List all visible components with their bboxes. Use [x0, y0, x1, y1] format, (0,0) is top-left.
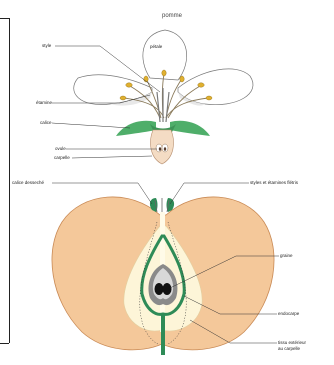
sepal-right: [170, 121, 210, 136]
flower-illustration: [74, 30, 253, 164]
label-style: style: [42, 43, 52, 48]
seed-right: [163, 283, 172, 295]
vascular-bundle: [161, 314, 165, 355]
label-graine: graine: [280, 253, 293, 258]
diagram-title: pomme: [162, 13, 183, 19]
label-styles-etamines-fletris: styles et étamines flétris: [250, 180, 299, 185]
label-endocarpe: endocarpe: [278, 311, 300, 316]
label-calice: calice: [40, 120, 52, 125]
label-etamine: étamine: [36, 100, 53, 105]
label-tissu-exterieur-2: au carpelle: [278, 346, 301, 351]
apple-illustration: [52, 197, 274, 355]
label-carpelle: carpelle: [54, 155, 70, 160]
label-calice-desseche: calice desseché: [12, 180, 45, 185]
styles: [157, 88, 169, 122]
label-ovule: ovule: [55, 146, 66, 151]
seed-left: [155, 283, 164, 295]
label-tissu-exterieur: tissu extérieur: [278, 340, 307, 345]
sepal-left: [116, 121, 156, 136]
petal-right: [178, 69, 253, 105]
label-petale: pétale: [150, 44, 163, 49]
